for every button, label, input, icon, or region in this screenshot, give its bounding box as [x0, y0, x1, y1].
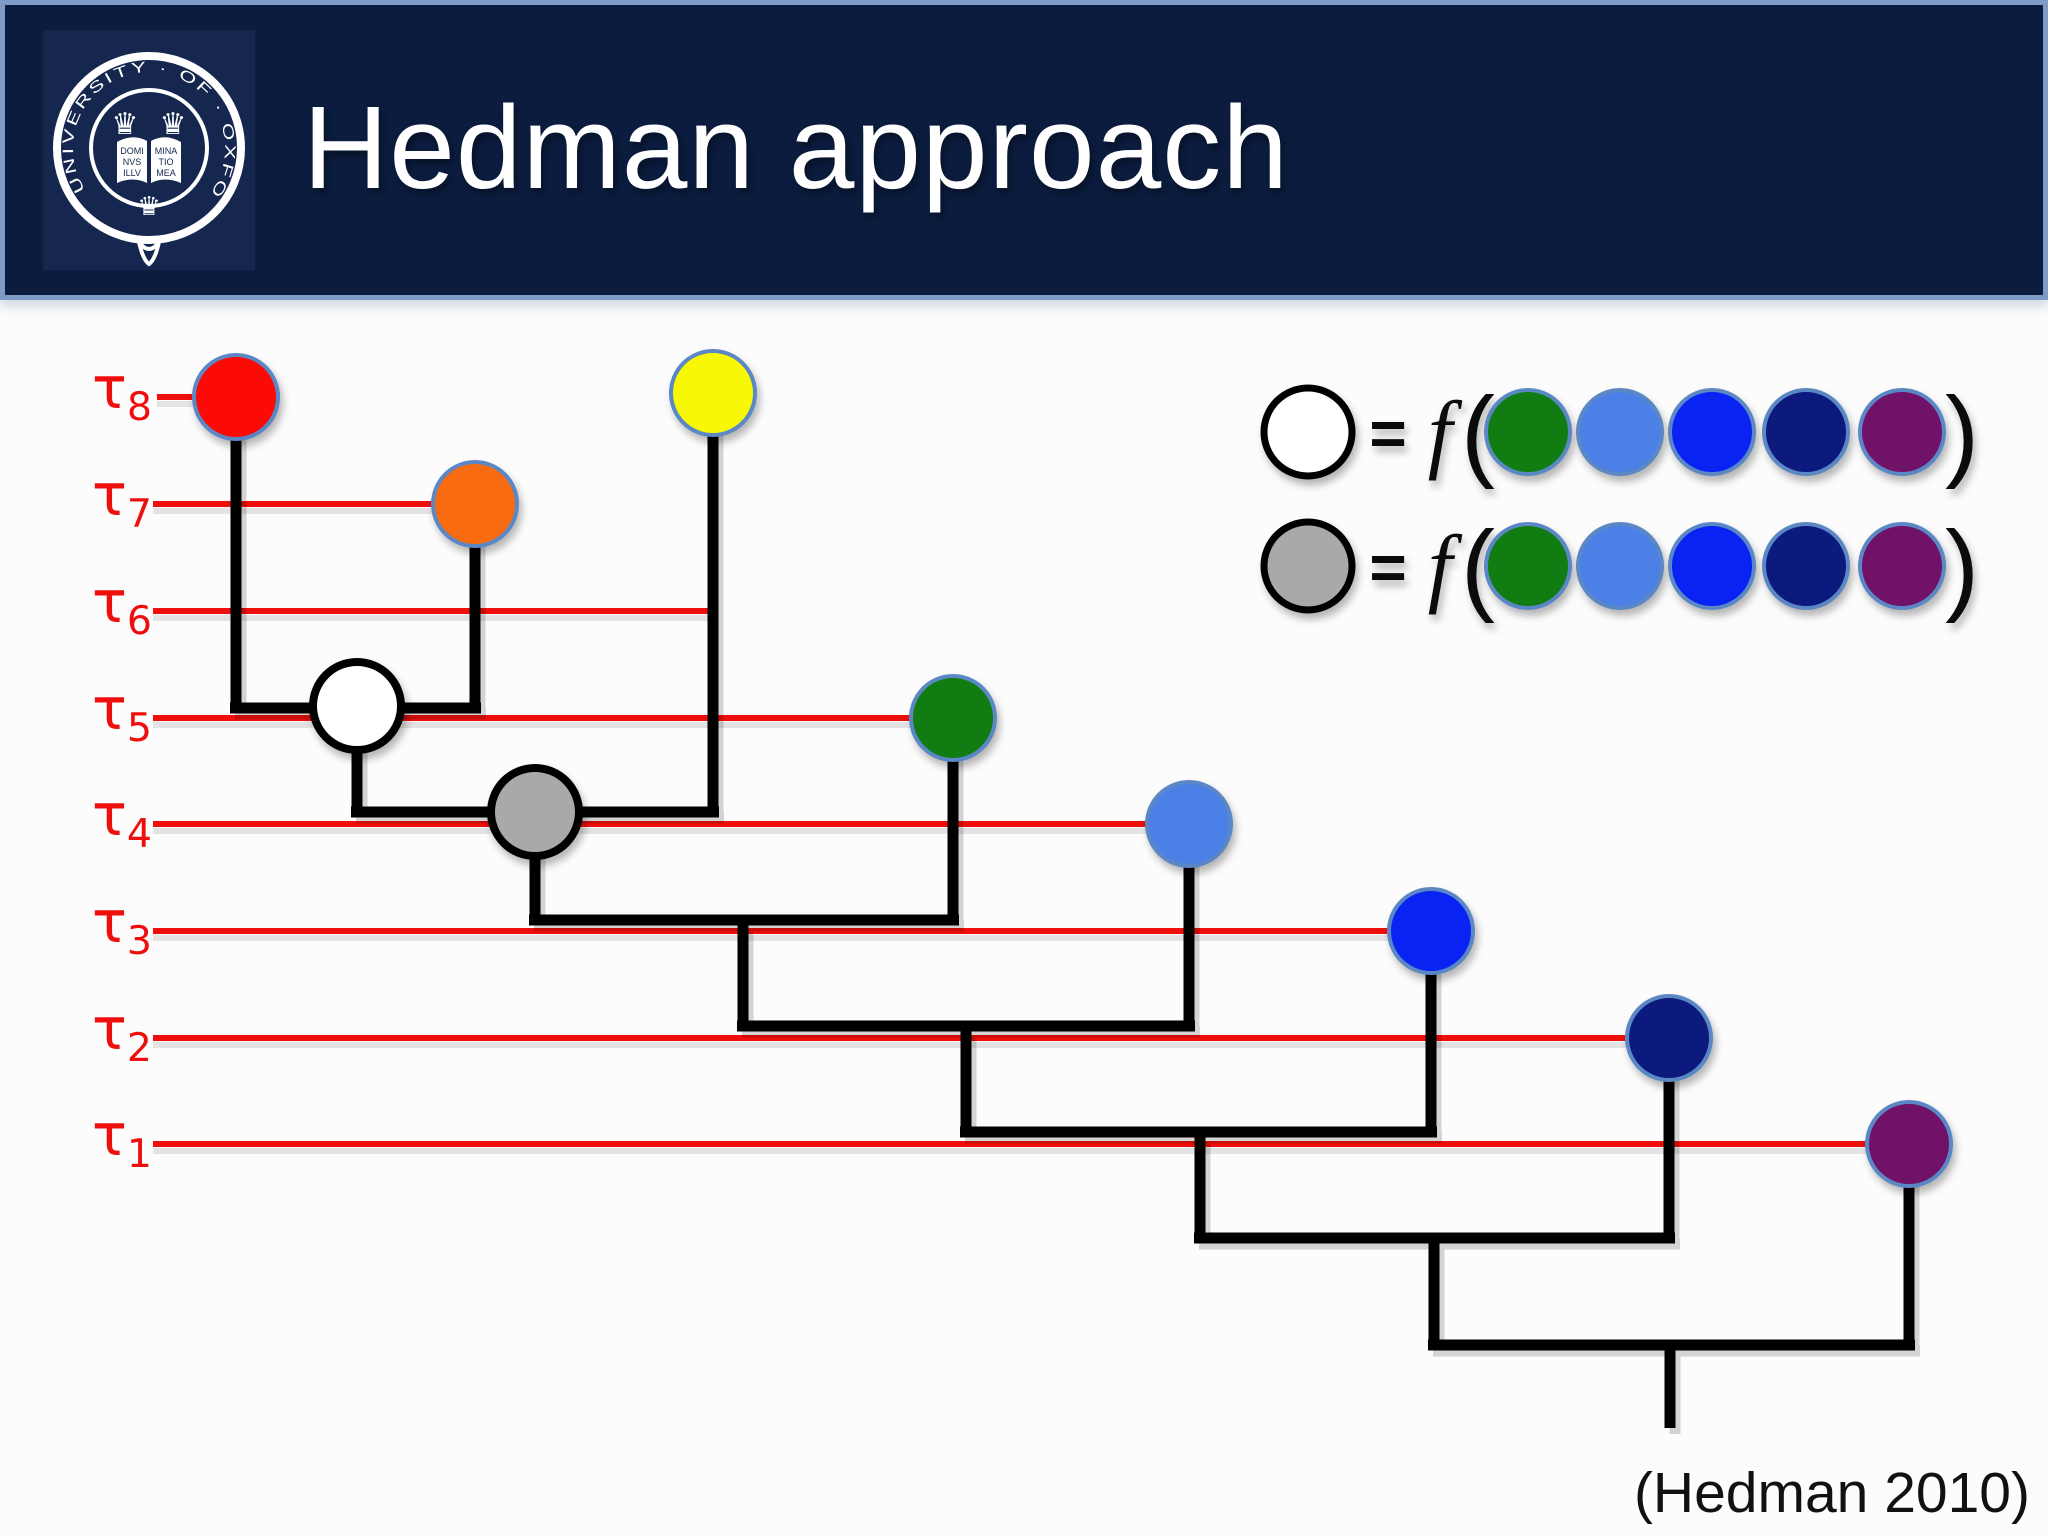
- legend-arg-circle: [1858, 522, 1946, 610]
- citation: (Hedman 2010): [1633, 1461, 2030, 1525]
- gray-node: [487, 764, 583, 860]
- tau-label-3: τ3: [92, 888, 153, 964]
- legend-arg-circle: [1484, 388, 1572, 476]
- crest-motto: NVS: [123, 157, 142, 167]
- tau-label-8: τ8: [92, 354, 153, 430]
- leaf-circle-orange: [431, 460, 519, 548]
- legend-symbol-gray-function-row: [1260, 518, 1356, 614]
- crest-crown-icon: ♛: [112, 108, 139, 141]
- tau-label-7: τ7: [92, 461, 153, 537]
- crest-belt-tail: [137, 240, 161, 267]
- leaf-circle-green: [909, 674, 997, 762]
- oxford-logo: UNIVERSITY · OF · OXFORD ♛ ♛ ♛ DOMI NVS …: [33, 17, 255, 270]
- legend-arg-circle: [1576, 522, 1664, 610]
- legend-equals: =: [1369, 397, 1406, 469]
- tau-label-4: τ4: [92, 781, 153, 857]
- legend-arg-circle: [1484, 522, 1572, 610]
- legend-symbol-white-function-row: [1260, 384, 1356, 480]
- legend-arg-circle: [1762, 388, 1850, 476]
- legend-f: f: [1428, 519, 1463, 616]
- leaf-circle-purple: [1865, 1100, 1953, 1188]
- tau-label-5: τ5: [92, 675, 153, 751]
- legend-arg-circle: [1576, 388, 1664, 476]
- leaf-circle-navy: [1625, 994, 1713, 1082]
- crest-crown-icon: ♛: [137, 191, 160, 221]
- crest-crown-icon: ♛: [160, 108, 187, 141]
- leaf-circle-blue: [1387, 887, 1475, 975]
- leaf-taxa: [192, 349, 1953, 1188]
- legend-arg-circle: [1668, 388, 1756, 476]
- legend-arg-circle: [1858, 388, 1946, 476]
- legend: =f()=f(): [1260, 376, 1979, 624]
- tau-label-2: τ2: [92, 995, 153, 1071]
- leaf-circle-light-blue: [1145, 780, 1233, 868]
- legend-arg-circle: [1762, 522, 1850, 610]
- legend-close-paren: ): [1945, 510, 1979, 624]
- crest-book-icon: DOMI NVS ILLV MINA TIO MEA: [117, 137, 181, 183]
- leaf-circle-red: [192, 353, 280, 441]
- tree-skeleton: [230, 393, 1915, 1428]
- crest-motto: TIO: [159, 157, 174, 167]
- header-banner: UNIVERSITY · OF · OXFORD ♛ ♛ ♛ DOMI NVS …: [0, 0, 2048, 300]
- page-title: Hedman approach: [303, 82, 1289, 214]
- tau-lines: [153, 394, 1867, 1147]
- ancestor-nodes: [309, 658, 583, 860]
- crest-motto: MEA: [156, 168, 176, 178]
- white-node: [309, 658, 405, 754]
- legend-equals: =: [1369, 531, 1406, 603]
- leaf-circle-yellow: [669, 349, 757, 437]
- legend-close-paren: ): [1945, 376, 1979, 490]
- crest-motto: MINA: [155, 146, 178, 156]
- oxford-crest-icon: UNIVERSITY · OF · OXFORD ♛ ♛ ♛ DOMI NVS …: [33, 17, 245, 267]
- tau-label-6: τ6: [92, 568, 153, 644]
- crest-motto: DOMI: [120, 146, 144, 156]
- tau-label-1: τ1: [92, 1101, 153, 1177]
- legend-arg-circle: [1668, 522, 1756, 610]
- legend-f: f: [1428, 385, 1463, 482]
- crest-motto: ILLV: [123, 168, 141, 178]
